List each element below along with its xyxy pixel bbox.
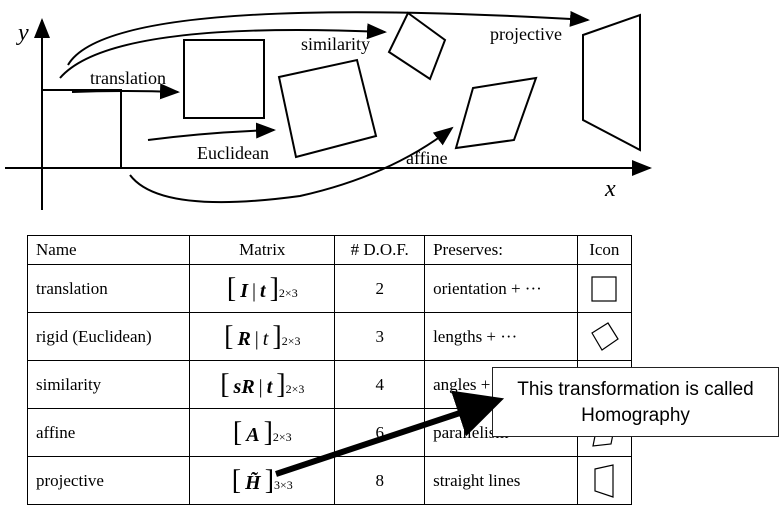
translated-square [183,39,265,119]
label-euclidean: Euclidean [197,143,269,163]
similarity-square [387,11,447,81]
row-matrix: [I|t]2×3 [189,264,335,313]
row-dof: 3 [334,312,425,361]
table-row: projective [H̃]3×3 8 straight lines [27,456,632,505]
row-matrix: [A]2×3 [189,408,335,457]
homography-callout: This transformation is called Homography [492,367,779,437]
table-row: translation [I|t]2×3 2 orientation + ··· [27,264,632,313]
affine-parallelogram [454,76,538,150]
row-name: affine [27,408,190,457]
row-name: translation [27,264,190,313]
row-preserves: orientation + ··· [424,264,578,313]
original-square [41,89,122,169]
projective-trapezoid [582,13,641,152]
header-matrix: Matrix [189,235,335,265]
label-translation: translation [90,68,166,88]
row-dof: 4 [334,360,425,409]
matrix-size: 2×3 [272,429,292,444]
matrix-size: 3×3 [274,477,293,492]
y-axis-label: y [16,20,29,46]
header-preserves: Preserves: [424,235,578,265]
euclidean-arrow [147,122,276,141]
row-name: rigid (Euclidean) [27,312,190,361]
callout-line-1: This transformation is called [517,379,754,400]
row-name: similarity [27,360,190,409]
row-dof: 6 [334,408,425,457]
matrix-size: 2×3 [281,333,301,348]
square-icon [591,275,617,302]
row-dof: 8 [334,456,425,505]
row-preserves: lengths + ··· [424,312,578,361]
header-name: Name [27,235,190,265]
row-matrix: [H̃]3×3 [189,456,335,505]
projective-arrow [67,10,590,66]
header-dof: # D.O.F. [334,235,425,265]
matrix-right: t [260,279,266,302]
matrix-right: t [266,375,273,398]
row-preserves: straight lines [424,456,578,505]
euclidean-square [277,58,378,159]
trapezoid-icon [594,463,614,498]
matrix-right: t [262,327,269,350]
callout-line-2: Homography [581,405,690,426]
matrix-left: A [246,423,260,446]
rotated-square-icon [591,321,620,351]
matrix-size: 2×3 [285,381,305,396]
matrix-size: 2×3 [278,285,298,300]
label-affine: affine [406,148,448,168]
table-header-row: Name Matrix # D.O.F. Preserves: Icon [27,235,632,265]
matrix-left: sR [233,375,255,398]
label-similarity: similarity [301,34,370,54]
matrix-left: R [237,327,251,350]
label-projective: projective [490,24,562,44]
matrix-left: H̃ [245,471,261,494]
row-dof: 2 [334,264,425,313]
matrix-left: I [240,279,249,302]
x-axis-label: x [604,176,616,202]
affine-arrow [129,126,454,204]
row-matrix: [R|t]2×3 [189,312,335,361]
translation-arrow [71,83,180,100]
row-matrix: [sR|t]2×3 [189,360,335,409]
header-icon: Icon [576,235,632,265]
transformations-diagram: y x translation Euclidean similarity aff… [5,10,652,210]
row-name: projective [27,456,190,505]
table-row: rigid (Euclidean) [R|t]2×3 3 lengths + ·… [27,312,632,361]
similarity-arrow [59,23,387,79]
